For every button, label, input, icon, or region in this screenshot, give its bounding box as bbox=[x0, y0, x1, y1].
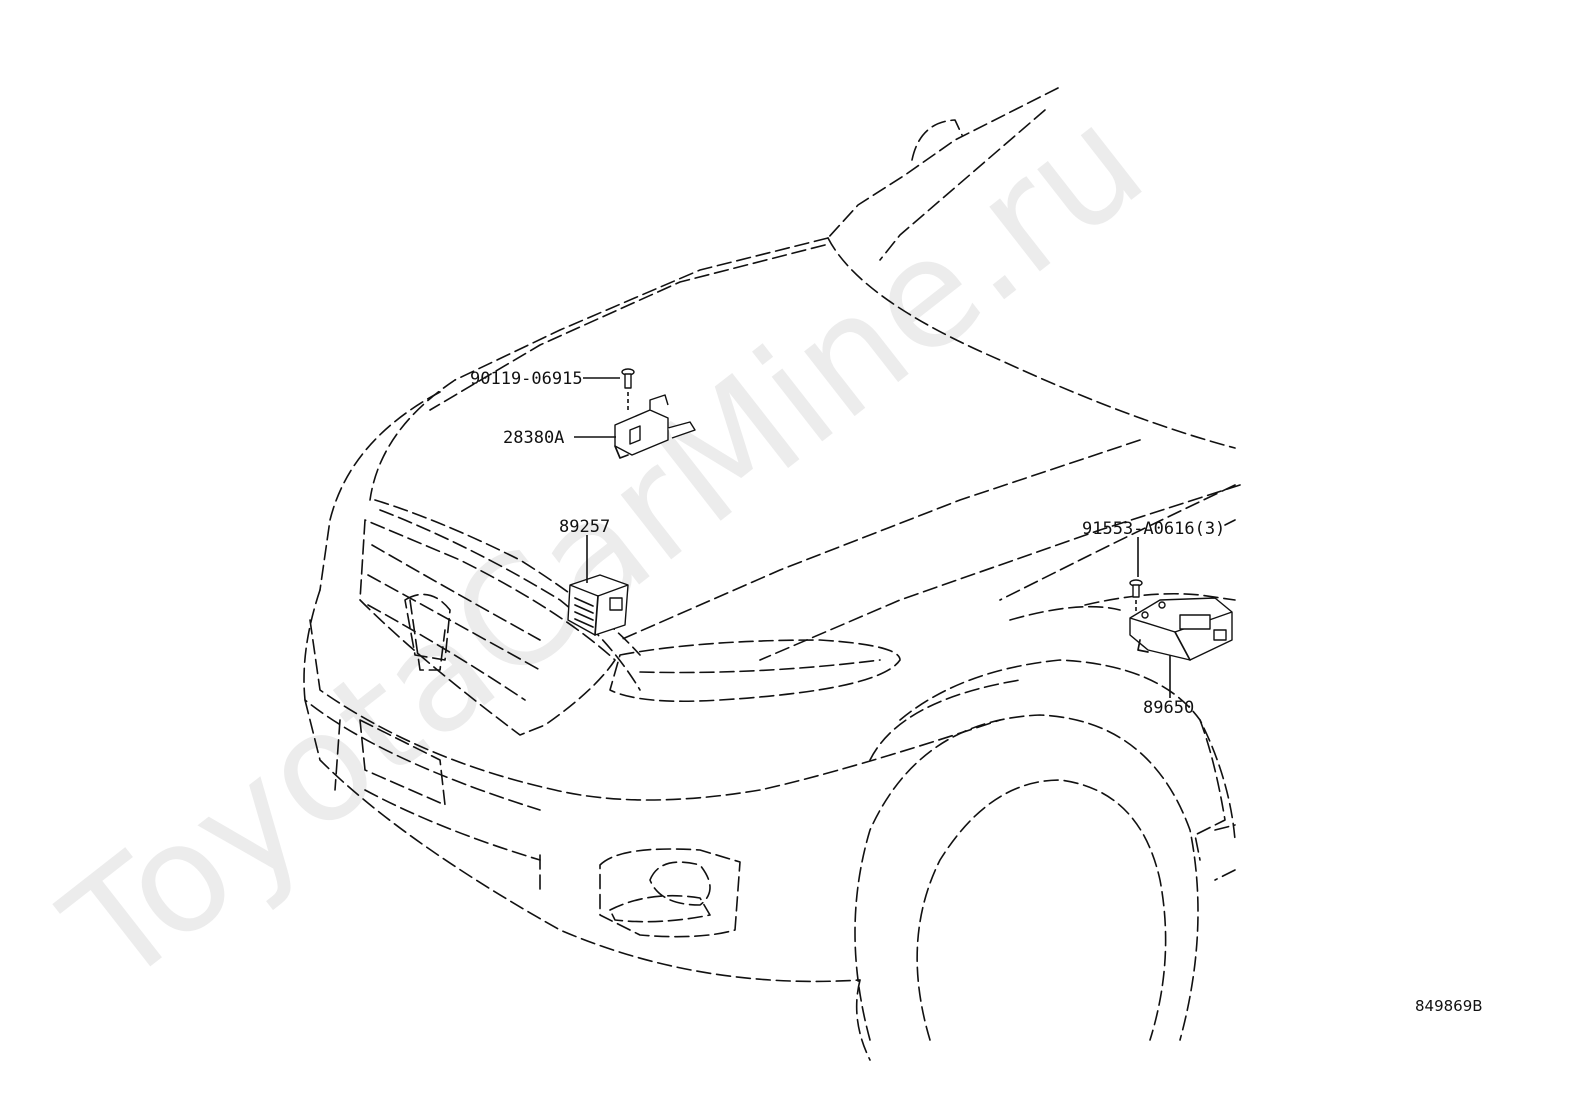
bolt-91553-drawing[interactable] bbox=[1129, 579, 1143, 612]
callout-28380a[interactable]: 28380A bbox=[503, 428, 564, 448]
diagram-code: 849869B bbox=[1415, 997, 1483, 1015]
module-89257-drawing[interactable] bbox=[567, 574, 629, 636]
callout-89650[interactable]: 89650 bbox=[1143, 698, 1194, 718]
bolt-90119-drawing[interactable] bbox=[621, 368, 635, 412]
callout-91553-a0616[interactable]: 91553-A0616(3) bbox=[1082, 519, 1225, 539]
watermark-text: ToyotaCarMine.ru bbox=[34, 74, 1175, 1018]
car-outline bbox=[303, 87, 1241, 1061]
callout-89257[interactable]: 89257 bbox=[559, 517, 610, 537]
leader-lines bbox=[574, 377, 1171, 698]
ecu-89650-drawing[interactable] bbox=[1129, 597, 1233, 661]
sensor-28380a-drawing[interactable] bbox=[614, 394, 696, 459]
callout-90119-06915[interactable]: 90119-06915 bbox=[470, 369, 583, 389]
